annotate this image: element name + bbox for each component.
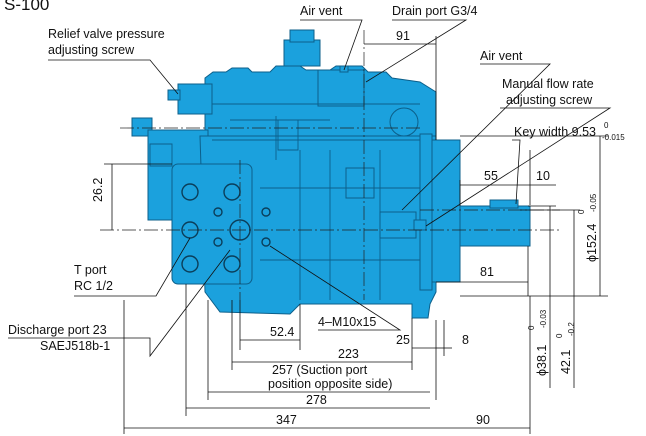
dim-223: 223 — [338, 347, 359, 361]
end-flange — [427, 139, 461, 283]
discharge-label-2: SAEJ518b-1 — [40, 339, 110, 353]
dim-25: 25 — [396, 333, 410, 347]
dim-26-2: 26.2 — [91, 178, 105, 202]
dim-257-line1: 257 (Suction port — [272, 363, 368, 377]
dim-phi38-tol-upper: 0 — [527, 325, 536, 330]
round-port-cover — [389, 107, 419, 137]
end-flange-lip — [419, 133, 433, 291]
dim-phi38-1: ϕ38.1 — [535, 345, 549, 376]
dim-phi38-tol-lower: -0.03 — [539, 309, 548, 328]
dim-55: 55 — [484, 169, 498, 183]
dim-42-tol-lower: -0.2 — [567, 322, 576, 336]
dim-phi152-tol-upper: 0 — [577, 209, 586, 214]
solenoid-cap — [289, 29, 315, 43]
relief-valve-label-2: adjusting screw — [48, 43, 135, 57]
t-port-label-2: RC 1/2 — [74, 279, 113, 293]
dim-91: 91 — [396, 29, 410, 43]
flow-screw-tip — [413, 219, 427, 231]
dim-257-line2: position opposite side) — [268, 377, 392, 391]
relief-valve-label-1: Relief valve pressure — [48, 27, 165, 41]
dim-347: 347 — [276, 413, 297, 427]
dim-phi152-tol-lower: -0.05 — [589, 193, 598, 212]
left-flange-upper — [131, 117, 153, 137]
relief-valve-block — [177, 83, 213, 115]
m10-hole — [261, 237, 271, 247]
manual-flow-label-2: adjusting screw — [506, 93, 593, 107]
flange-bolt-hole — [223, 255, 241, 273]
m10-hole — [213, 207, 223, 217]
solenoid-top — [283, 39, 321, 67]
relief-valve-screw — [167, 89, 181, 101]
flow-screw-block — [379, 211, 417, 239]
key-width-tol-upper: 0 — [604, 121, 609, 130]
air-vent-right-label: Air vent — [480, 49, 523, 63]
dim-phi152-4: ϕ152.4 — [585, 224, 599, 262]
dim-81: 81 — [480, 265, 494, 279]
title-fragment: S-100 — [4, 0, 49, 14]
dimension-lines — [104, 36, 608, 434]
dim-52-4: 52.4 — [270, 325, 294, 339]
t-port-label-1: T port — [74, 263, 107, 277]
drain-port-label: Drain port G3/4 — [392, 4, 478, 18]
bolt-holes-label: 4–M10x15 — [318, 315, 376, 329]
flange-bolt-hole — [181, 255, 199, 273]
flange-bolt-hole — [181, 183, 199, 201]
dim-8: 8 — [462, 333, 469, 347]
dim-42-1: 42.1 — [559, 350, 573, 374]
dim-42-tol-upper: 0 — [555, 333, 564, 338]
dim-278: 278 — [306, 393, 327, 407]
discharge-label-1: Discharge port 23 — [8, 323, 107, 337]
m10-hole — [213, 237, 223, 247]
air-vent-top-label: Air vent — [300, 4, 343, 18]
key-width-label: Key width 9.53 — [514, 125, 596, 139]
key-width-tol-lower: -0.015 — [602, 133, 625, 142]
flange-bolt-hole — [223, 183, 241, 201]
dim-10: 10 — [536, 169, 550, 183]
shaft-key — [489, 199, 519, 209]
dim-90: 90 — [476, 413, 490, 427]
air-vent-block — [317, 69, 365, 107]
right-cap — [345, 167, 375, 199]
leader-lines — [8, 19, 612, 358]
drive-shaft — [459, 205, 531, 247]
m10-hole — [261, 207, 271, 217]
manual-flow-label-1: Manual flow rate — [502, 77, 594, 91]
pump-body — [131, 29, 531, 319]
